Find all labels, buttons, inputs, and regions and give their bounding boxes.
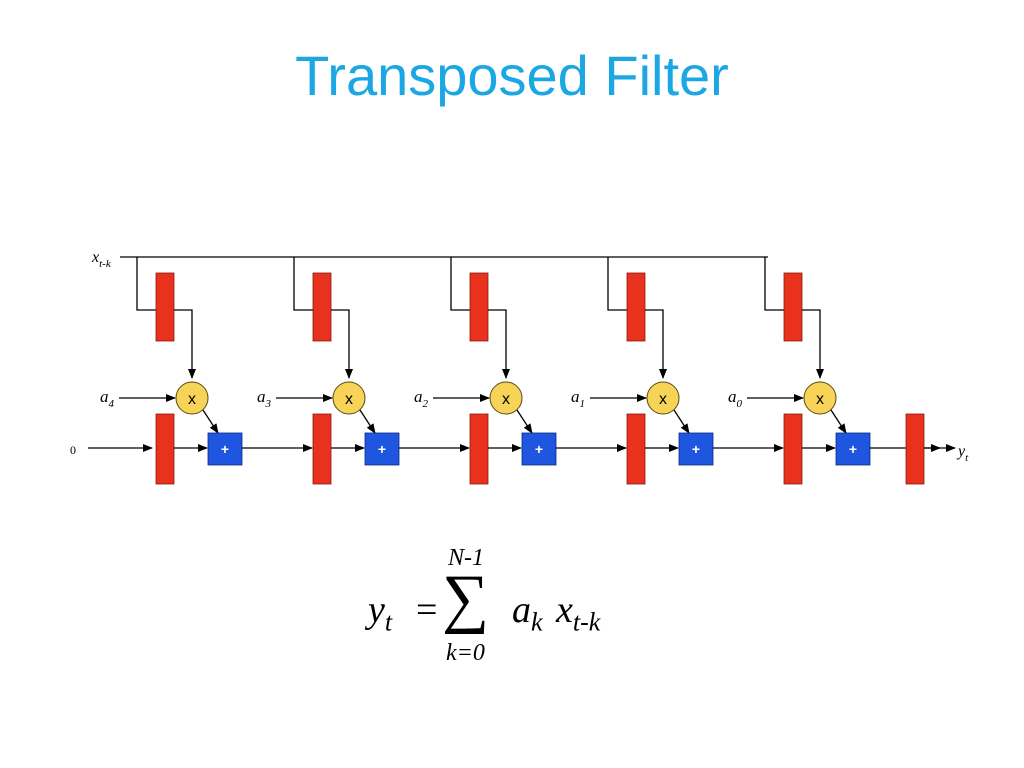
multiplier-symbol: x <box>188 391 196 408</box>
multiplier-to-adder <box>830 409 847 434</box>
multiplier-node <box>175 381 209 415</box>
adder-node <box>364 432 400 466</box>
coefficient-label: a4 <box>100 387 115 410</box>
sum-register <box>469 413 489 485</box>
register-to-multiplier <box>488 309 510 379</box>
bus-tap <box>764 257 784 311</box>
register-to-multiplier <box>174 309 196 379</box>
adder-node <box>835 432 871 466</box>
slide-title: Transposed Filter <box>295 44 729 107</box>
multiplier-node <box>332 381 366 415</box>
adder-symbol: + <box>221 441 229 457</box>
multiplier-to-adder <box>359 409 376 434</box>
adder-symbol: + <box>849 441 857 457</box>
output-label: yt <box>956 443 969 464</box>
multiplier-node <box>803 381 837 415</box>
multiplier-to-adder <box>673 409 690 434</box>
multiplier-to-adder <box>516 409 533 434</box>
multiplier-symbol: x <box>345 391 353 408</box>
delay-register <box>783 272 803 342</box>
input-label: xt-k <box>91 249 112 270</box>
bus-tap <box>607 257 627 311</box>
adder-node <box>521 432 557 466</box>
multiplier-node <box>646 381 680 415</box>
sum-register <box>626 413 646 485</box>
register-to-multiplier <box>645 309 667 379</box>
adder-symbol: + <box>692 441 700 457</box>
bus-tap <box>450 257 470 311</box>
filter-stages: a4 x + a3 x + a2 x + a1 x + a0 x + <box>88 257 956 485</box>
coefficient-label: a0 <box>728 387 743 410</box>
coefficient-label: a2 <box>414 387 429 410</box>
coefficient-label: a3 <box>257 387 272 410</box>
sum-register <box>312 413 332 485</box>
zero-label: 0 <box>70 443 76 457</box>
sum-register <box>155 413 175 485</box>
coefficient-label: a1 <box>571 387 585 410</box>
sum-register <box>783 413 803 485</box>
bus-tap <box>293 257 313 311</box>
delay-register <box>312 272 332 342</box>
delay-register <box>626 272 646 342</box>
delay-register <box>155 272 175 342</box>
adder-symbol: + <box>378 441 386 457</box>
multiplier-symbol: x <box>659 391 667 408</box>
multiplier-symbol: x <box>502 391 510 408</box>
adder-node <box>207 432 243 466</box>
output-register <box>905 413 925 485</box>
multiplier-node <box>489 381 523 415</box>
delay-register <box>469 272 489 342</box>
adder-symbol: + <box>535 441 543 457</box>
multiplier-to-adder <box>202 409 219 434</box>
register-to-multiplier <box>331 309 353 379</box>
bus-tap <box>136 257 156 311</box>
register-to-multiplier <box>802 309 824 379</box>
multiplier-symbol: x <box>816 391 824 408</box>
adder-node <box>678 432 714 466</box>
